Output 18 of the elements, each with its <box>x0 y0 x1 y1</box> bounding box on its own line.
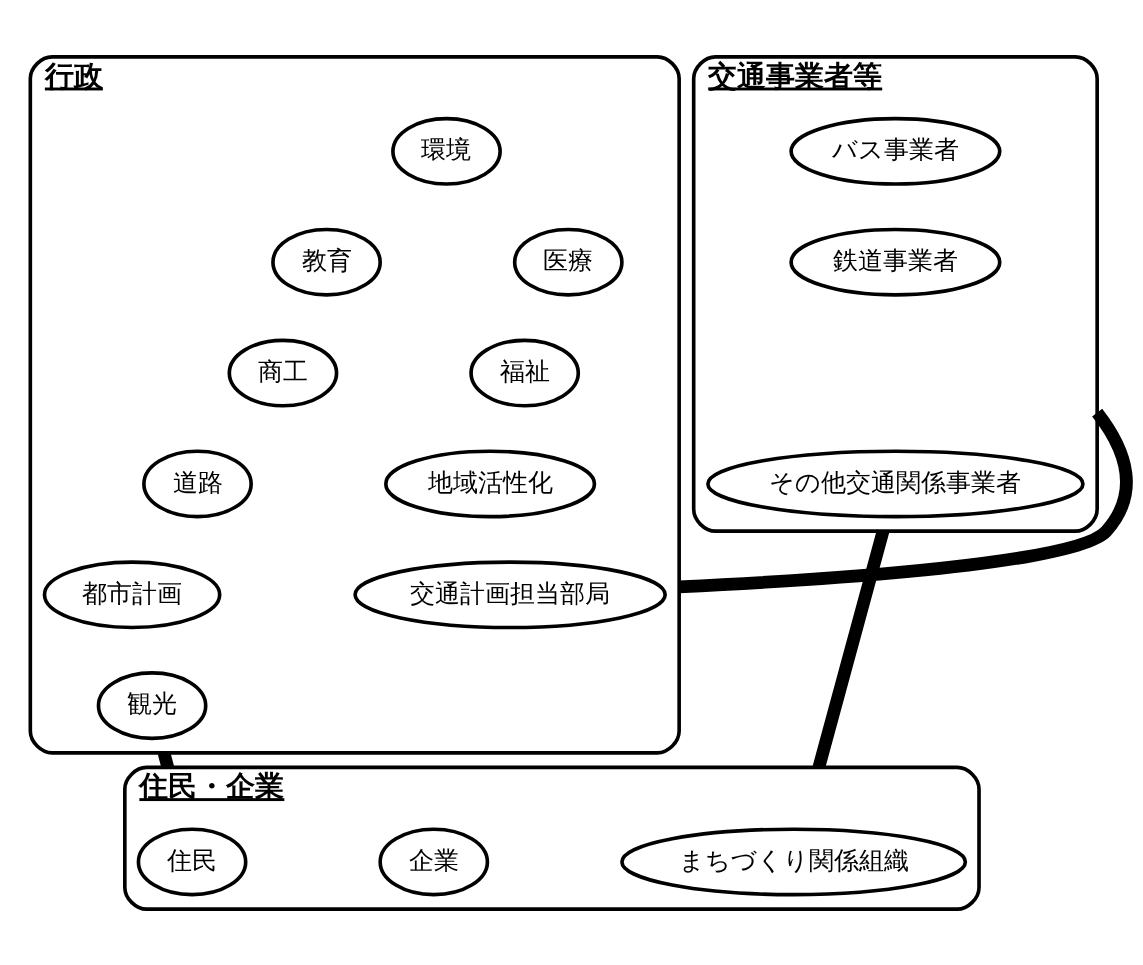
node-ellipse: 商工 <box>227 338 339 408</box>
connector <box>678 408 1133 593</box>
node-ellipse: 交通計画担当部局 <box>353 559 667 629</box>
node-ellipse: 教育 <box>271 227 382 297</box>
node-ellipse: 住民 <box>136 826 248 896</box>
connector <box>812 529 890 769</box>
node-ellipse: 環境 <box>391 116 502 186</box>
node-ellipse: 医療 <box>512 227 624 297</box>
node-ellipse: 道路 <box>142 448 253 518</box>
node-ellipse: 観光 <box>96 670 208 740</box>
node-ellipse: 企業 <box>378 826 490 896</box>
node-ellipse: その他交通関係事業者 <box>706 448 1085 518</box>
node-ellipse: まちづくり関係組織 <box>620 826 968 896</box>
node-ellipse: 鉄道事業者 <box>789 227 1002 297</box>
node-ellipse: 地域活性化 <box>384 448 597 518</box>
node-ellipse: 都市計画 <box>42 559 222 629</box>
node-ellipse: 福祉 <box>469 338 581 408</box>
node-ellipse: バス事業者 <box>789 116 1002 186</box>
